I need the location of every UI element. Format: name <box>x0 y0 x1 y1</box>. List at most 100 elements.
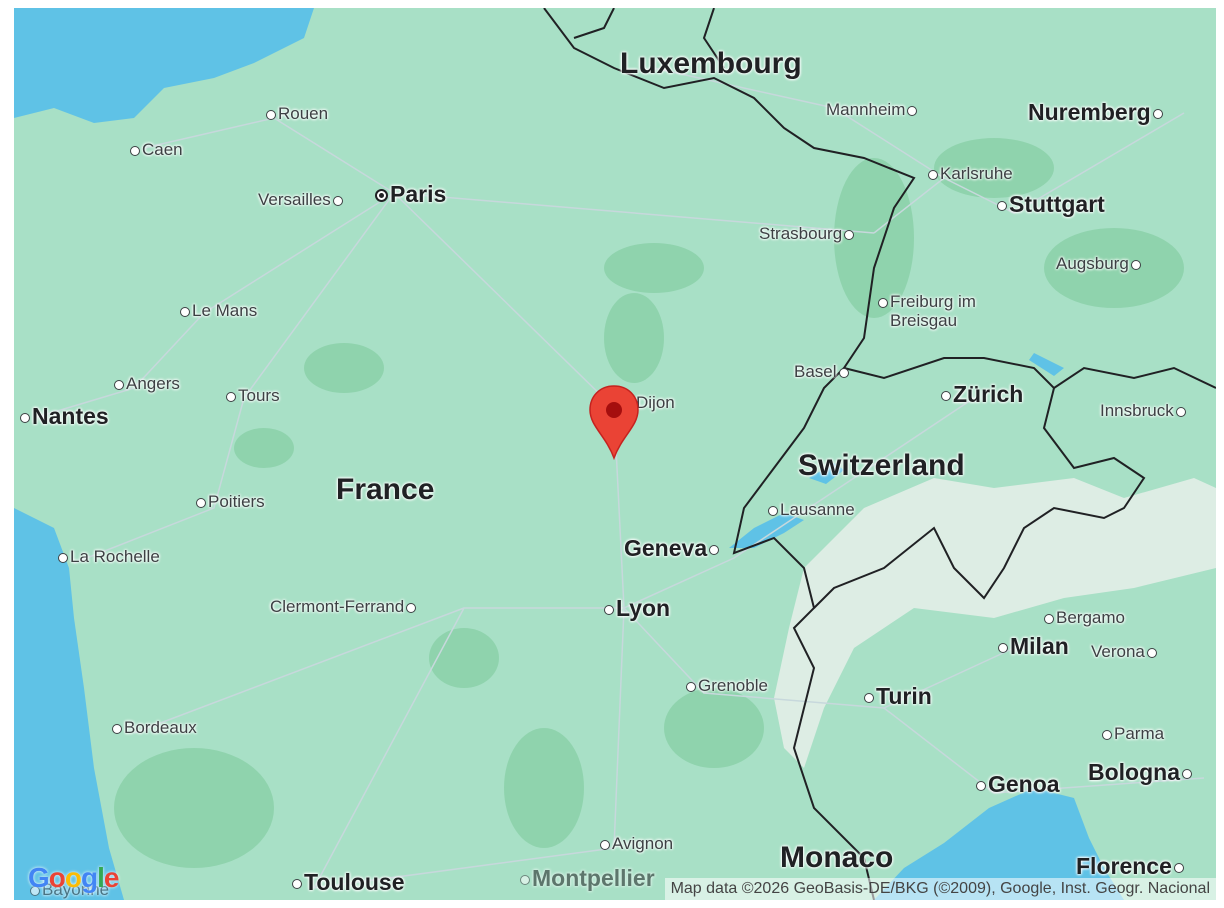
city-dot-icon <box>266 109 276 120</box>
label-lausanne[interactable]: Lausanne <box>766 500 855 520</box>
city-dot-icon <box>1173 862 1184 873</box>
label-florence[interactable]: Florence <box>1076 855 1186 878</box>
map-attribution[interactable]: Map data ©2026 GeoBasis-DE/BKG (©2009), … <box>664 878 1216 900</box>
english-channel <box>14 8 314 123</box>
city-dot-icon <box>130 145 140 156</box>
city-dot-icon <box>30 885 40 896</box>
label-bordeaux[interactable]: Bordeaux <box>110 718 197 738</box>
city-dot-icon <box>928 169 938 180</box>
label-mannheim-text: Mannheim <box>826 100 906 119</box>
label-geneva[interactable]: Geneva <box>624 535 721 561</box>
label-nantes[interactable]: Nantes <box>18 405 109 428</box>
label-france[interactable]: France <box>336 473 435 506</box>
label-angers[interactable]: Angers <box>112 374 180 394</box>
label-zurich[interactable]: Zürich <box>939 383 1023 406</box>
logo-letter-l: l <box>97 862 105 893</box>
label-genoa-text: Genoa <box>988 771 1060 797</box>
label-versailles-text: Versailles <box>258 190 331 209</box>
city-dot-icon <box>709 544 720 555</box>
label-switzerland[interactable]: Switzerland <box>798 449 965 482</box>
label-monaco[interactable]: Monaco <box>780 841 894 874</box>
label-bayonne[interactable]: Bayonne <box>28 880 109 900</box>
label-turin[interactable]: Turin <box>862 683 932 709</box>
label-nuremberg-text: Nuremberg <box>1028 99 1151 125</box>
label-lyon[interactable]: Lyon <box>602 597 670 620</box>
city-dot-icon <box>838 367 849 378</box>
city-dot-icon <box>114 379 124 390</box>
label-paris[interactable]: Paris <box>373 183 446 206</box>
label-nuremberg[interactable]: Nuremberg <box>1028 99 1165 125</box>
city-dot-icon <box>332 195 343 206</box>
label-karlsruhe[interactable]: Karlsruhe <box>926 164 1013 184</box>
label-stuttgart[interactable]: Stuttgart <box>995 193 1105 216</box>
city-dot-icon <box>1130 259 1141 270</box>
label-rouen[interactable]: Rouen <box>264 104 328 124</box>
label-la-rochelle[interactable]: La Rochelle <box>56 547 160 567</box>
city-dot-icon <box>907 105 918 116</box>
label-augsburg[interactable]: Augsburg <box>1056 254 1143 274</box>
map-pin-icon[interactable] <box>588 384 640 460</box>
label-strasbourg[interactable]: Strasbourg <box>759 224 856 244</box>
label-parma[interactable]: Parma <box>1100 724 1164 744</box>
label-tours[interactable]: Tours <box>224 386 280 406</box>
label-toulouse-text: Toulouse <box>304 869 405 895</box>
city-dot-icon <box>1182 768 1192 779</box>
country-borders <box>543 8 1216 900</box>
label-innsbruck[interactable]: Innsbruck <box>1100 401 1188 421</box>
label-lausanne-text: Lausanne <box>780 500 855 519</box>
label-freiburg-text-1: Freiburg im <box>890 292 976 311</box>
map-canvas[interactable]: Luxembourg Rouen Caen Versailles Paris M… <box>14 8 1216 900</box>
label-angers-text: Angers <box>126 374 180 393</box>
city-dot-icon <box>112 723 122 734</box>
label-caen[interactable]: Caen <box>128 140 183 160</box>
label-milan[interactable]: Milan <box>996 633 1069 659</box>
lake-neuchatel <box>809 463 844 484</box>
city-dot-icon <box>406 602 417 613</box>
capital-dot-icon <box>375 189 388 203</box>
label-montpellier[interactable]: Montpellier <box>518 865 655 891</box>
label-freiburg-text-2: Breisgau <box>890 311 958 330</box>
label-clermont-ferrand-text: Clermont-Ferrand <box>270 597 405 616</box>
forest-patches <box>114 138 1184 868</box>
city-dot-icon <box>600 839 610 850</box>
city-dot-icon <box>1152 108 1163 119</box>
city-dot-icon <box>20 412 30 423</box>
city-dot-icon <box>878 297 888 308</box>
label-bordeaux-text: Bordeaux <box>124 718 197 737</box>
label-grenoble[interactable]: Grenoble <box>684 676 768 696</box>
map-base-layer <box>14 8 1216 900</box>
label-montpellier-text: Montpellier <box>532 865 655 891</box>
city-dot-icon <box>1146 647 1157 658</box>
logo-letter-e: e <box>103 862 120 893</box>
city-dot-icon <box>196 497 206 508</box>
label-mannheim[interactable]: Mannheim <box>826 100 919 120</box>
label-luxembourg[interactable]: Luxembourg <box>620 47 802 80</box>
lake-constance <box>1029 353 1064 376</box>
label-dijon[interactable]: Dijon <box>636 393 675 413</box>
label-parma-text: Parma <box>1114 724 1165 743</box>
label-tours-text: Tours <box>238 386 280 405</box>
label-turin-text: Turin <box>876 683 932 709</box>
city-dot-icon <box>941 390 951 401</box>
label-clermont-ferrand[interactable]: Clermont-Ferrand <box>270 597 418 617</box>
label-avignon[interactable]: Avignon <box>598 834 673 854</box>
city-dot-icon <box>1102 729 1112 740</box>
label-bologna[interactable]: Bologna <box>1088 761 1194 784</box>
google-logo[interactable]: Google <box>28 862 120 894</box>
label-verona[interactable]: Verona <box>1091 642 1159 662</box>
label-le-mans-text: Le Mans <box>192 301 258 320</box>
label-milan-text: Milan <box>1010 633 1069 659</box>
label-bergamo[interactable]: Bergamo <box>1042 608 1125 628</box>
city-dot-icon <box>768 505 778 516</box>
label-le-mans[interactable]: Le Mans <box>178 301 257 321</box>
city-dot-icon <box>58 552 68 563</box>
label-versailles[interactable]: Versailles <box>258 190 345 210</box>
label-genoa[interactable]: Genoa <box>974 771 1060 797</box>
city-dot-icon <box>520 874 530 885</box>
lake-geneva <box>729 513 804 548</box>
label-geneva-text: Geneva <box>624 535 708 561</box>
label-poitiers[interactable]: Poitiers <box>194 492 265 512</box>
label-basel[interactable]: Basel <box>794 362 851 382</box>
label-toulouse[interactable]: Toulouse <box>290 869 405 895</box>
